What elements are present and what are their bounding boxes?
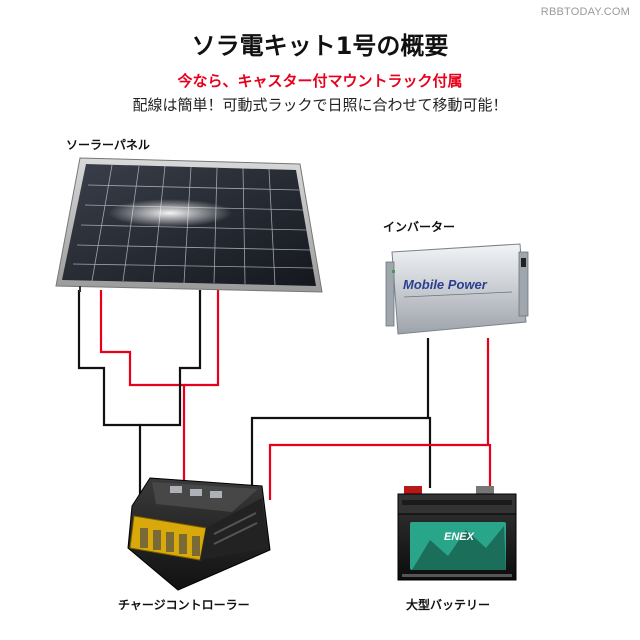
solar-panel-label: ソーラーパネル [66,138,150,152]
battery-brand-text: ENEX [444,531,475,543]
solar-panel [55,157,323,293]
inverter-brand-text: Mobile Power [403,277,488,292]
watermark: RBBTODAY.COM [540,6,630,18]
inverter-label: インバーター [383,220,456,234]
charge-controller [127,477,271,591]
battery: ENEX [397,486,517,581]
subtitle-description: 配線は簡単！可動式ラックで日照に合わせて移動可能！ [132,96,508,114]
battery-label: 大型バッテリー [406,598,491,612]
page-title: ソラ電キット1号の概要 [191,32,449,60]
charge-controller-label: チャージコントローラー [118,598,250,612]
inverter: Mobile Power [385,243,529,335]
panel-controller-wires [77,290,220,495]
subtitle-promo: 今なら、キャスター付マウントラック付属 [177,72,463,90]
battery-wires [250,338,492,500]
